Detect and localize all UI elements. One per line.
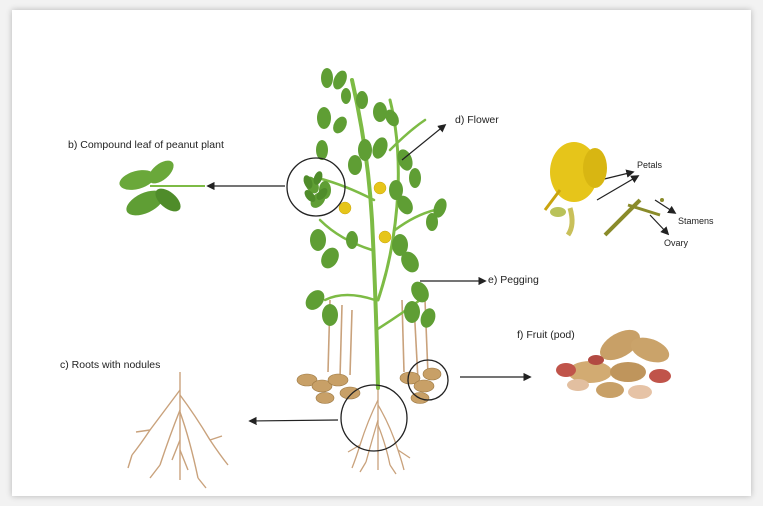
flower-illustration <box>545 142 664 235</box>
compound-leaf-illustration <box>117 156 205 220</box>
petals-label: Petals <box>637 160 662 170</box>
pegging-label: e) Pegging <box>488 274 539 286</box>
plant-flowers <box>339 182 391 243</box>
stamens-label: Stamens <box>678 216 714 226</box>
roots-label: c) Roots with nodules <box>60 359 160 371</box>
compound-leaf-label: b) Compound leaf of peanut plant <box>68 139 224 151</box>
ovary-label: Ovary <box>664 238 688 248</box>
roots-illustration <box>128 372 228 488</box>
stamens-arrow <box>655 200 675 213</box>
roots-arrow <box>250 420 338 421</box>
flower-arrow <box>402 125 445 160</box>
fruit-label: f) Fruit (pod) <box>517 329 575 341</box>
flower-label: d) Flower <box>455 114 499 126</box>
roots-highlight-circle <box>341 385 407 451</box>
ovary-arrow <box>650 215 668 234</box>
